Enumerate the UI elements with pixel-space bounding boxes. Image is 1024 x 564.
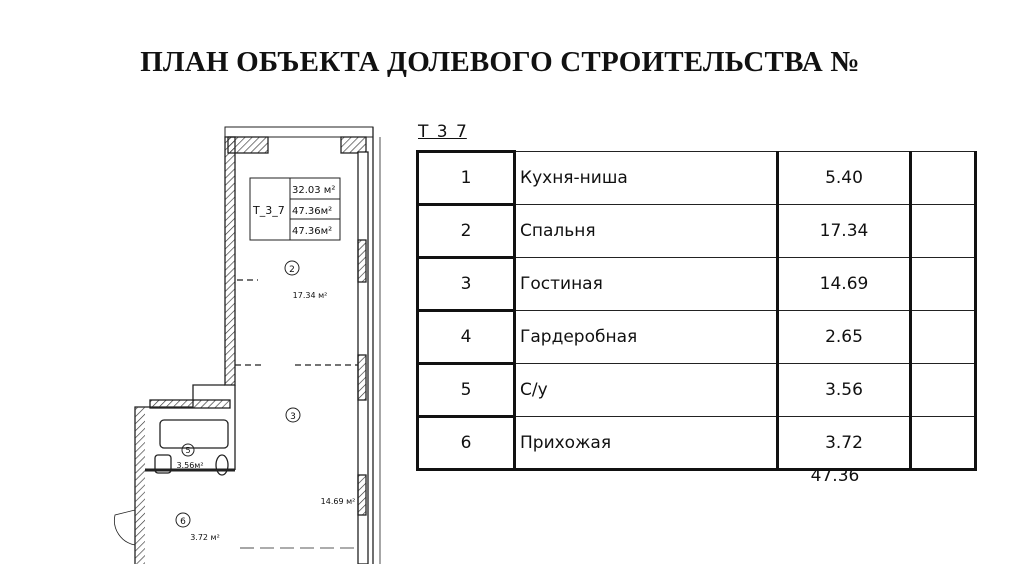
empty-cell — [909, 151, 977, 205]
room-number: 6 — [416, 415, 516, 471]
info-area-1: 32.03 м² — [292, 185, 335, 196]
empty-cell — [909, 363, 977, 417]
room-number: 3 — [416, 256, 516, 312]
room-area: 2.65 — [776, 310, 911, 364]
walls — [114, 126, 381, 564]
room-area: 5.40 — [776, 151, 911, 205]
room-name: С/у — [514, 363, 778, 417]
room-marker-6: 6 3.72 м² — [175, 512, 220, 542]
room-number: 2 — [289, 265, 295, 275]
room-area: 14.69 — [776, 257, 911, 311]
room-number: 4 — [416, 309, 516, 365]
unit-code-label: Т_3_7 — [252, 204, 285, 217]
empty-cell — [909, 310, 977, 364]
room-marker-5: 5 3.56м² — [176, 443, 204, 470]
room-marker-3: 3 14.69 м² — [285, 407, 356, 506]
table-unit-code: Т 3 7 — [418, 122, 467, 142]
empty-cell — [909, 257, 977, 311]
room-name: Спальня — [514, 204, 778, 258]
room-number: 6 — [180, 517, 186, 527]
room-number: 1 — [416, 150, 516, 206]
room-name: Прихожая — [514, 416, 778, 471]
room-area: 3.72 — [776, 416, 911, 471]
room-name: Кухня-ниша — [514, 151, 778, 205]
room-number: 2 — [416, 203, 516, 259]
room-area: 3.56 — [776, 363, 911, 417]
info-area-3: 47.36м² — [292, 226, 332, 237]
room-number: 3 — [290, 412, 296, 422]
empty-cell — [909, 204, 977, 258]
empty-cell — [909, 416, 977, 471]
room-area: 3.56м² — [176, 461, 203, 470]
room-area: 17.34 — [776, 204, 911, 258]
info-area-2: 47.36м² — [292, 206, 332, 217]
room-area: 14.69 м² — [321, 497, 356, 506]
total-area: 47.36 — [810, 466, 860, 486]
room-area: 17.34 м² — [293, 291, 328, 300]
floor-plan: Т_3_7 32.03 м² 47.36м² 47.36м² 2 17.34 м… — [114, 126, 381, 564]
page-title: ПЛАН ОБЪЕКТА ДОЛЕВОГО СТРОИТЕЛЬСТВА № — [140, 46, 860, 78]
room-marker-2: 2 17.34 м² — [284, 260, 328, 300]
room-name: Гостиная — [514, 257, 778, 311]
room-area: 3.72 м² — [190, 533, 220, 542]
room-number: 5 — [185, 446, 190, 455]
room-number: 5 — [416, 362, 516, 418]
room-name: Гардеробная — [514, 310, 778, 364]
